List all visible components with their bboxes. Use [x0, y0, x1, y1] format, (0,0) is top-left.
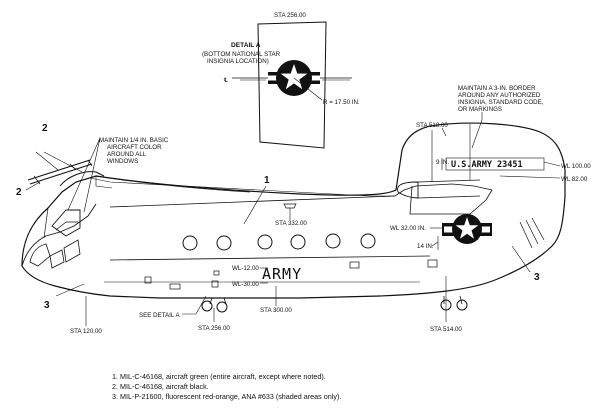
wl-100-label: WL 100.00: [561, 163, 591, 170]
detail-a: ℄ DETAIL A (BOTTOM NATIONAL STAR INSIGNI…: [202, 12, 360, 149]
detail-a-subtitle-2: INSIGNIA LOCATION): [207, 58, 269, 65]
legend-item-1: 1. MIL-C-46168, aircraft green (entire a…: [112, 372, 326, 381]
detail-a-station: STA 256.00: [274, 12, 306, 19]
leader-lines: [25, 112, 561, 326]
detail-a-subtitle-1: (BOTTOM NATIONAL STAR: [202, 51, 281, 58]
windows-note-3: AROUND ALL: [107, 151, 147, 158]
serial-marking: U.S.ARMY 23451: [451, 160, 523, 170]
sta-332-label: STA 332.00: [275, 220, 307, 227]
cockpit-windows: [29, 209, 81, 269]
14-in-label: 14 IN.: [417, 243, 434, 250]
forward-landing-gear: [201, 297, 228, 313]
wl-minus-12-label: WL-12.00: [232, 265, 259, 272]
wl-82-label: WL 82.00: [561, 176, 588, 183]
windows-note-4: WINDOWS: [107, 158, 138, 165]
callout-2-lower: 2: [16, 187, 22, 198]
legend-item-2: 2. MIL-C-46168, aircraft black.: [112, 382, 209, 391]
upper-body-line: [109, 195, 396, 208]
engine-pod: [397, 181, 419, 199]
aft-landing-gear: [440, 295, 468, 311]
radius-leader: [293, 77, 323, 101]
wl-minus-30-label: WL-30.00: [232, 281, 259, 288]
wl-32-label: WL 32.00 IN.: [390, 225, 426, 232]
detail-a-radius: R = 17.50 IN.: [323, 99, 360, 106]
centerline-symbol: ℄: [224, 77, 228, 84]
army-marking: ARMY: [262, 265, 302, 283]
sta-518-label: STA 518.00: [416, 122, 448, 129]
sta-120-label: STA 120.00: [70, 328, 102, 335]
sta-300-label: STA 300.00: [260, 307, 292, 314]
see-detail-label: SEE DETAIL A: [139, 312, 180, 319]
aft-ramp-hatching: [519, 217, 545, 249]
sta-514-label: STA 514.00: [430, 326, 462, 333]
star-icon: [280, 64, 308, 90]
callout-3-right: 3: [534, 272, 540, 283]
callout-3-left: 3: [44, 300, 50, 311]
serial-marking-frame: [445, 157, 545, 171]
forward-rotor-blades: [27, 159, 93, 185]
border-note-1: MAINTAIN A 3-IN. BORDER: [458, 85, 536, 92]
star-icon: [455, 217, 479, 239]
border-note-3: INSIGNIA, STANDARD CODE,: [458, 99, 544, 106]
side-windows: [182, 233, 376, 251]
callout-1: 1: [264, 175, 270, 186]
legend-item-3: 3. MIL-P-21600, fluorescent red-orange, …: [112, 392, 342, 401]
callout-2-upper: 2: [42, 123, 48, 134]
labels: 1 2 2 3 3 MAINTAIN 1/4 IN. BASIC AIRCRAF…: [16, 85, 591, 335]
windows-note-1: MAINTAIN 1/4 IN. BASIC: [99, 137, 169, 144]
mid-body-line: [109, 255, 431, 261]
detail-a-panel: [257, 21, 327, 149]
color-legend: 1. MIL-C-46168, aircraft green (entire a…: [112, 372, 341, 402]
side-star-insignia: [442, 214, 492, 244]
fuselage: [21, 122, 566, 313]
detail-a-title: DETAIL A: [231, 42, 261, 49]
border-note-4: OR MARKINGS: [458, 106, 502, 113]
9-in-label: 9 IN.: [436, 159, 449, 166]
border-note-2: AROUND ANY AUTHORIZED: [458, 92, 541, 99]
sta-256-label: STA 256.00: [198, 325, 230, 332]
windows-note-2: AIRCRAFT COLOR: [107, 144, 162, 151]
nose-contour: [21, 203, 97, 267]
aft-pylon-panel: [409, 185, 493, 215]
